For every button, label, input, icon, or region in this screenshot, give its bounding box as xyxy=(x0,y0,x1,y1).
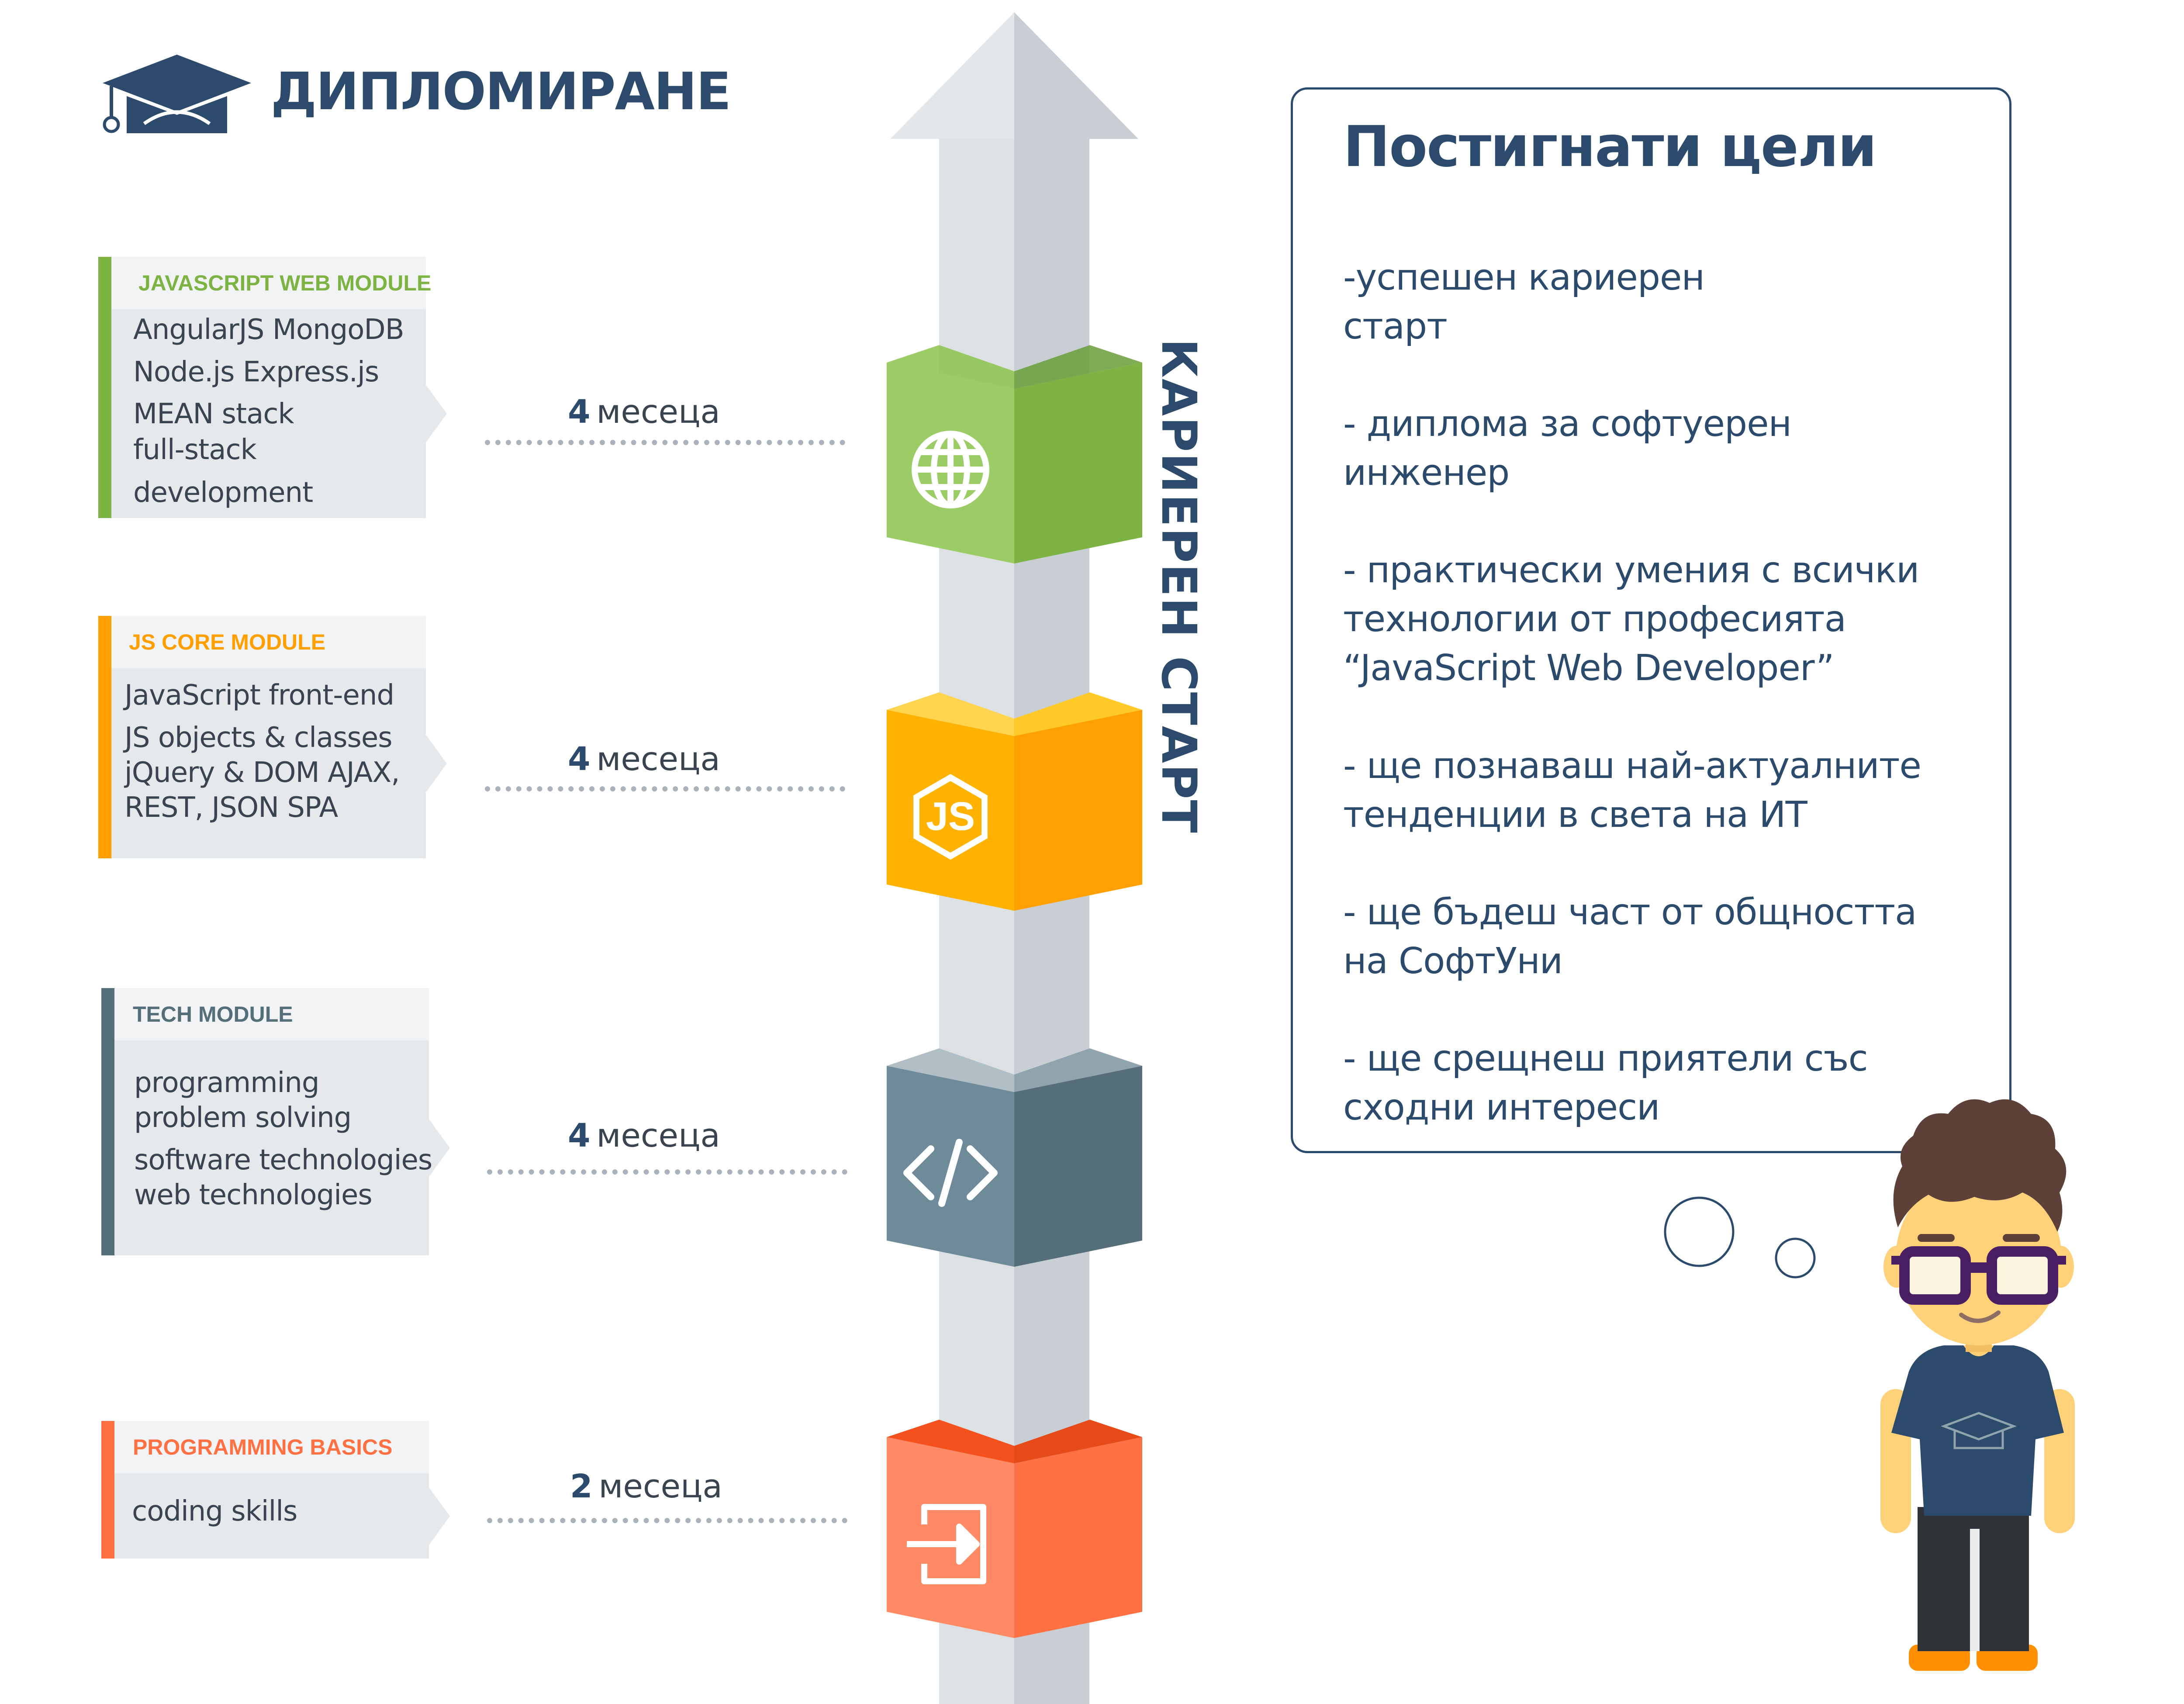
cube-tech xyxy=(887,1048,1142,1267)
module-topic: AngularJS MongoDB xyxy=(133,314,404,346)
card-accent xyxy=(101,1421,114,1559)
module-body: coding skills xyxy=(114,1473,450,1559)
shirt-logo-icon xyxy=(1940,1412,2017,1449)
dotted-connector xyxy=(485,440,845,445)
module-title: TECH MODULE xyxy=(114,988,429,1040)
dotted-connector xyxy=(485,786,845,792)
hair xyxy=(1893,1099,2067,1232)
module-topic: JS objects & classes xyxy=(124,722,393,754)
developer-character xyxy=(1880,1099,2075,1671)
module-topic: REST, JSON SPA xyxy=(124,792,338,824)
arrow-head-left xyxy=(890,12,1014,139)
goals-speech-bubble xyxy=(1291,87,2011,1153)
graduation-cap-icon xyxy=(103,55,251,133)
career-start-label: КАРИЕРЕН СТАРТ xyxy=(1151,339,1207,834)
pants xyxy=(1918,1507,1974,1651)
module-title: JS CORE MODULE xyxy=(111,616,426,668)
module-topic: full-stack xyxy=(133,434,257,466)
module-body: programming problem solving software tec… xyxy=(114,1040,450,1255)
module-card-tech: TECH MODULE programming problem solving … xyxy=(101,988,450,1255)
module-topic: Node.js Express.js xyxy=(133,356,379,388)
nodejs-icon: JS xyxy=(913,774,988,860)
module-topic: development xyxy=(133,477,313,509)
svg-text:JS: JS xyxy=(926,794,975,839)
module-card-javascript-web: JAVASCRIPT WEB MODULE AngularJS MongoDB … xyxy=(98,257,447,518)
module-topic: web technologies xyxy=(134,1179,373,1211)
dotted-connector xyxy=(487,1518,847,1523)
module-topic: MEAN stack xyxy=(133,398,294,430)
globe-icon xyxy=(912,431,989,508)
module-title: PROGRAMMING BASICS xyxy=(114,1421,429,1473)
card-accent xyxy=(98,257,111,518)
module-body: AngularJS MongoDB Node.js Express.js MEA… xyxy=(111,309,447,518)
login-icon xyxy=(907,1504,986,1584)
arrow-head-right xyxy=(1014,12,1138,139)
cube-javascript-web xyxy=(887,345,1142,563)
thought-bubbles xyxy=(1664,1196,1816,1279)
card-accent xyxy=(101,988,114,1255)
module-body: JavaScript front-end JS objects & classe… xyxy=(111,668,447,858)
module-topic: software technologies xyxy=(134,1144,432,1176)
module-title: JAVASCRIPT WEB MODULE xyxy=(111,257,431,309)
goals-title: Постигнати цели xyxy=(1343,114,1877,180)
module-card-js-core: JS CORE MODULE JavaScript front-end JS o… xyxy=(98,616,447,858)
module-topic: problem solving xyxy=(134,1102,352,1134)
smile xyxy=(1959,1310,2001,1323)
cube-js-core: JS xyxy=(887,692,1142,911)
cube-programming-basics xyxy=(887,1420,1142,1638)
glasses-icon xyxy=(1891,1246,2066,1305)
code-icon xyxy=(903,1139,998,1207)
module-topic: jQuery & DOM AJAX, xyxy=(124,757,400,789)
module-card-programming-basics: PROGRAMMING BASICS coding skills xyxy=(101,1421,450,1559)
dotted-connector xyxy=(487,1169,847,1175)
card-accent xyxy=(98,616,111,858)
graduation-title: ДИПЛОМИРАНЕ xyxy=(271,61,731,121)
module-topic: JavaScript front-end xyxy=(124,679,394,712)
module-topic: programming xyxy=(134,1067,319,1099)
module-topic: coding skills xyxy=(132,1495,297,1528)
t-shirt xyxy=(1891,1345,2064,1516)
